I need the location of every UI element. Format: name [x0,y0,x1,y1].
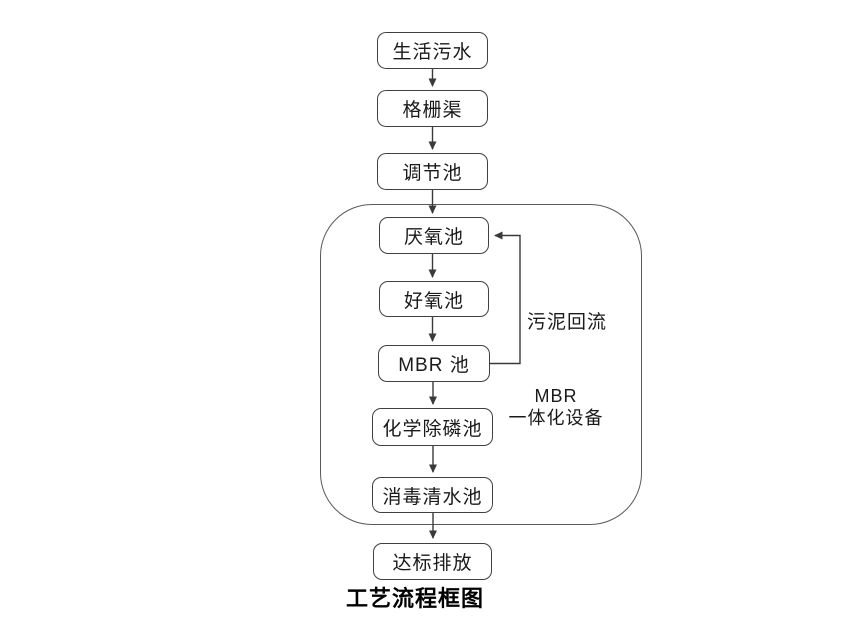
arrow-sludge-return-loop [490,231,521,365]
node-regulating-tank: 调节池 [377,153,488,190]
mbr-unit-label-line1: MBR [534,386,578,406]
node-chemical-phosphorus-tank: 化学除磷池 [372,408,493,446]
sludge-return-label: 污泥回流 [527,312,608,333]
node-disinfection-clearwater-tank: 消毒清水池 [372,477,493,513]
mbr-unit-label: MBR 一体化设备 [498,385,614,429]
mbr-unit-label-line2: 一体化设备 [508,408,604,428]
mbr-unit-container [320,204,642,525]
node-standard-discharge: 达标排放 [373,543,492,580]
node-domestic-sewage: 生活污水 [377,32,488,69]
node-aerobic-tank: 好氧池 [379,281,489,317]
node-mbr-tank: MBR 池 [378,345,490,382]
node-anaerobic-tank: 厌氧池 [379,217,489,254]
diagram-caption: 工艺流程框图 [345,586,484,611]
node-grid-channel: 格栅渠 [377,90,488,127]
